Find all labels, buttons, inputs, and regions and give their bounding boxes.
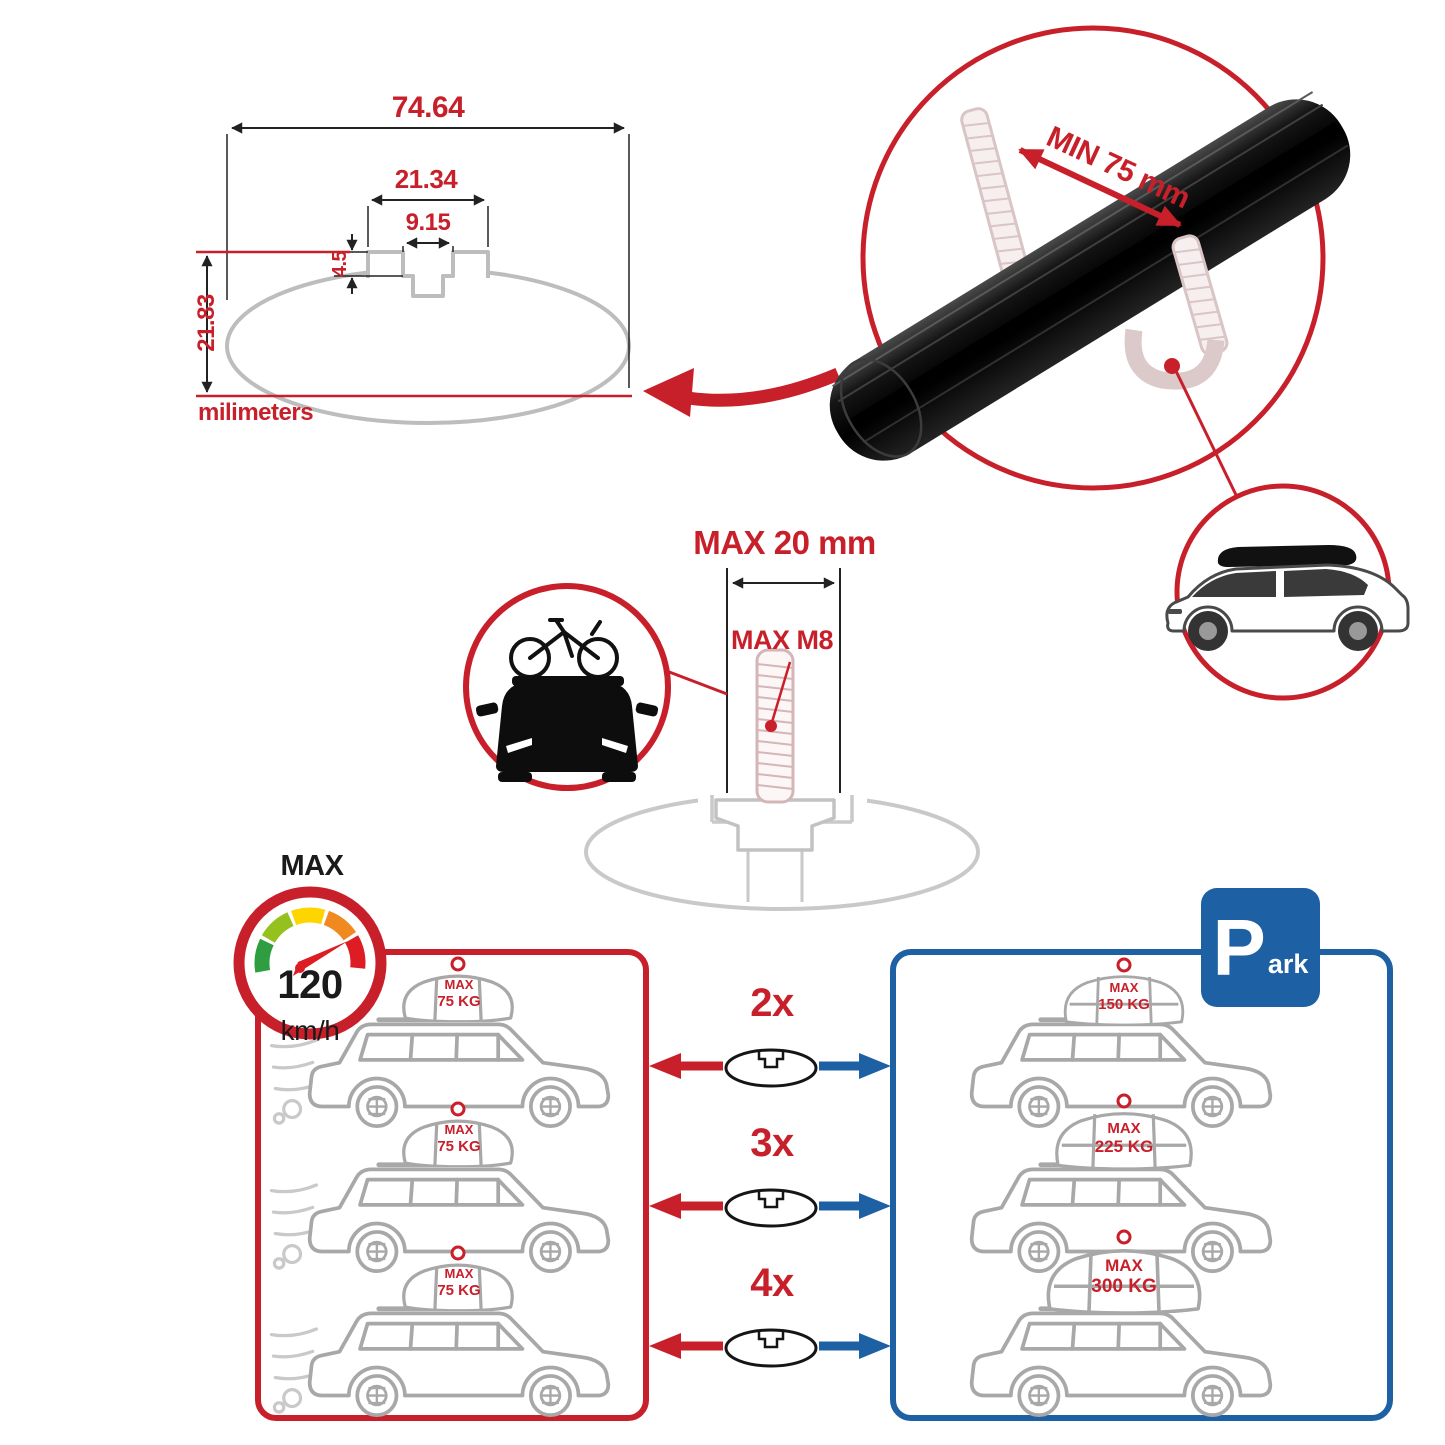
max-length-bracket [726, 568, 841, 793]
cargo-max-text: MAX [1109, 980, 1139, 995]
combined-cars [972, 957, 1271, 1415]
car-bike-badge [463, 583, 728, 791]
speed-max-label: MAX [280, 850, 344, 882]
crossbar-section-icon [724, 1328, 818, 1368]
single-bar-cars [269, 956, 609, 1415]
cargo-load-label: MAX 150 KG [1057, 980, 1191, 1013]
crossbar-photo [829, 25, 1351, 498]
cargo-tag-icon [450, 956, 466, 1261]
dim-slot-width-label: 21.34 [394, 164, 458, 194]
dim-total-width-label: 74.64 [391, 91, 465, 124]
gauge-needle [293, 941, 348, 976]
crossbar-section-icon [724, 1048, 818, 1088]
dim-profile-height-label: 21.83 [193, 294, 220, 352]
leader-to-bolt [663, 668, 728, 696]
cargo-load-label: MAX 75 KG [399, 1122, 519, 1155]
clamp-point-dot [1164, 358, 1180, 374]
blue-arrows [819, 1053, 891, 1359]
suv-roofbox-badge [1165, 483, 1410, 701]
red-arrows [649, 1053, 723, 1359]
multiplier-label-2x: 2x [750, 981, 794, 1025]
cargo-load-label: MAX 75 KG [399, 977, 519, 1010]
park-sign-p: P [1212, 902, 1266, 992]
clamp-bend [1124, 328, 1225, 390]
cargo-load-label: MAX 300 KG [1015, 1256, 1233, 1297]
leader-to-suv-badge [1174, 370, 1239, 498]
cargo-weight-text: 300 KG [1091, 1275, 1157, 1297]
crossbar [829, 91, 1351, 461]
speed-unit: km/h [280, 1015, 340, 1046]
zoom-circle [860, 25, 1326, 491]
gauge-arc [254, 907, 366, 973]
dim-opening-width-label: 9.15 [405, 209, 451, 236]
clamp-rod-upper [960, 107, 1030, 283]
cargo-weight-text: 75 KG [437, 1281, 481, 1299]
profile-dimension-drawing [196, 122, 632, 425]
dimension-lines [201, 122, 630, 393]
reference-lines [196, 250, 632, 398]
cargo-max-text: MAX [1107, 1120, 1141, 1137]
multiplier-rows [649, 1048, 891, 1368]
max-thread-leader [770, 661, 792, 723]
cargo-weight-text: 75 KG [437, 992, 481, 1010]
zoom-arrow [643, 368, 841, 417]
cargo-max-text: MAX [1105, 1256, 1143, 1275]
suv-with-roofbox-illustration [1165, 545, 1410, 651]
cargo-weight-text: 75 KG [437, 1137, 481, 1155]
bolt-spec-section [584, 568, 980, 911]
max-bolt-length-label: MAX 20 mm [693, 524, 876, 561]
max-thread-dot [765, 720, 777, 732]
cargo-weight-text: 150 KG [1098, 995, 1150, 1013]
cargo-load-label: MAX 75 KG [399, 1266, 519, 1299]
min-clearance-arrow [1018, 147, 1182, 228]
park-sign-ark: ark [1267, 949, 1309, 979]
speed-limit-gauge [233, 886, 387, 1040]
cargo-max-text: MAX [444, 1266, 474, 1281]
cargo-max-text: MAX [444, 977, 474, 992]
dim-lip-depth-label: 4.5 [329, 250, 351, 278]
multiplier-label-4x: 4x [750, 1261, 794, 1305]
park-sign: P ark [1203, 890, 1318, 1005]
multiplier-label-3x: 3x [750, 1121, 794, 1165]
cargo-weight-text: 225 KG [1094, 1137, 1154, 1157]
cargo-tag-icon [1116, 957, 1132, 1245]
max-thread-label: MAX M8 [730, 625, 834, 655]
car-front-with-bike-illustration [475, 618, 659, 782]
cargo-load-label: MAX 225 KG [1037, 1120, 1211, 1157]
gauge-pivot [295, 963, 305, 973]
bolt-t-head [714, 798, 836, 852]
speed-value: 120 [277, 963, 343, 1007]
t-slot-profile [366, 250, 490, 298]
crossbar-section-icon [724, 1188, 818, 1228]
cargo-max-text: MAX [444, 1122, 474, 1137]
unit-label: milimeters [198, 399, 314, 426]
